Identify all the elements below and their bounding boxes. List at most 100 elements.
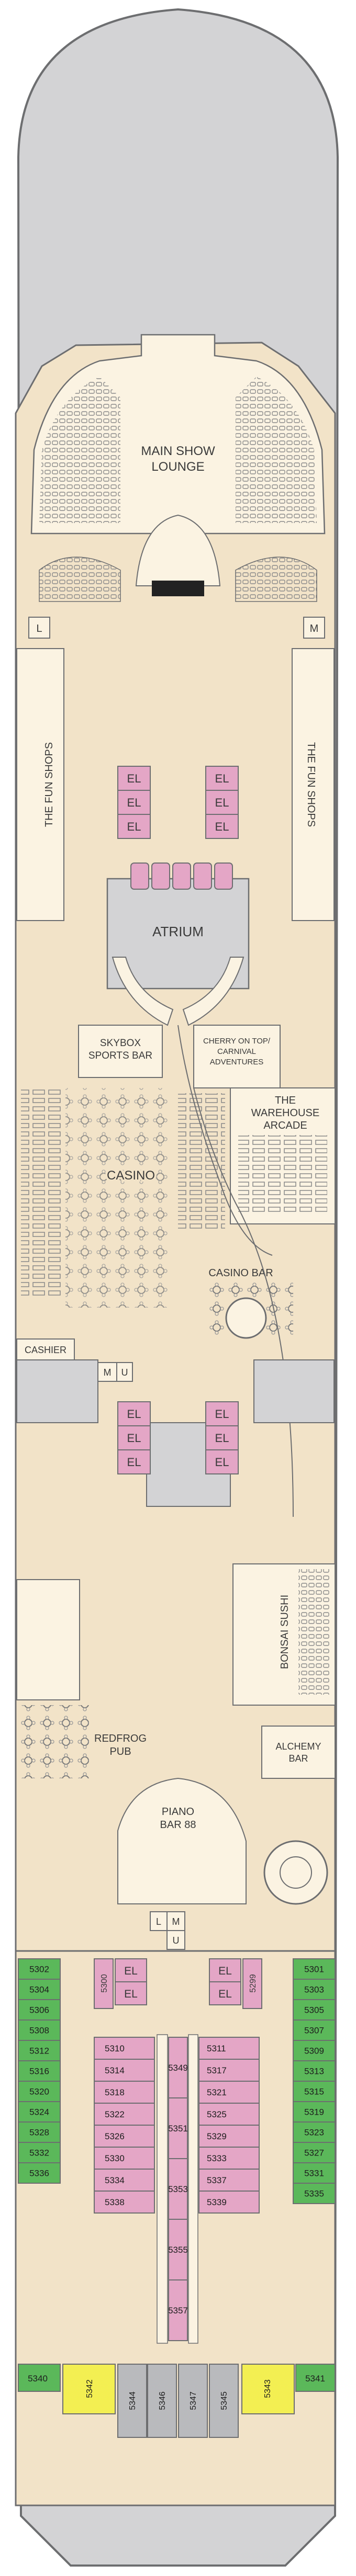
cabin-5309[interactable] [293, 2040, 336, 2061]
cabin-label-5334: 5334 [105, 2175, 125, 2185]
cabin-label-5305: 5305 [304, 2005, 324, 2015]
cabin-5357[interactable] [168, 2279, 188, 2341]
cabin-5346-label: 5346 [158, 2391, 167, 2410]
cabin-5311[interactable] [198, 2037, 260, 2060]
restroom-m-mid-label: M [104, 1367, 112, 1378]
cabin-5332[interactable] [18, 2142, 61, 2163]
cabin-5322[interactable] [94, 2103, 155, 2126]
cabin-5318[interactable] [94, 2081, 155, 2104]
cabin-5325[interactable] [198, 2103, 260, 2126]
promenade-walkway [177, 1025, 273, 1256]
cabin-label-5335: 5335 [304, 2189, 324, 2199]
cabin-label-5306: 5306 [29, 2005, 49, 2015]
svg-text:EL: EL [127, 772, 141, 785]
cabin-5330[interactable] [94, 2147, 155, 2170]
cherry-label-1: CHERRY ON TOP/ [203, 1037, 271, 1046]
main-show-lounge-label-2: LOUNGE [151, 460, 204, 474]
cabin-5327[interactable] [293, 2142, 336, 2163]
cabin-label-5330: 5330 [105, 2153, 125, 2163]
casino-label: CASINO [107, 1168, 155, 1183]
cabins-right-outer: 5301530353055307530953135315531953235327… [293, 1958, 336, 2204]
cabin-label-5302: 5302 [29, 1965, 49, 1974]
cabin-5345[interactable] [209, 2364, 239, 2438]
cabin-5342-label: 5342 [85, 2379, 94, 2398]
stage-balcony-right [235, 557, 317, 602]
cabin-5342[interactable] [62, 2364, 116, 2414]
cabin-5320[interactable] [18, 2081, 61, 2102]
piano-bar-label-2: BAR 88 [160, 1819, 196, 1831]
redfrog-label-1: REDFROG [94, 1733, 147, 1744]
svg-text:EL: EL [215, 772, 229, 785]
cabin-5302[interactable] [18, 1958, 61, 1980]
cabin-5347[interactable] [178, 2364, 208, 2438]
cabin-5339[interactable] [198, 2191, 260, 2214]
casino-machines-left [21, 1088, 63, 1297]
cabin-label-5315: 5315 [304, 2087, 324, 2097]
svg-text:EL: EL [127, 820, 141, 833]
svg-text:EL: EL [215, 1432, 229, 1445]
cabin-5336[interactable] [18, 2162, 61, 2184]
cabin-5335[interactable] [293, 2183, 336, 2204]
cabin-5343[interactable] [241, 2364, 295, 2414]
piano-bar-label-1: PIANO [162, 1806, 194, 1818]
cherry-label-2: CARNIVAL [217, 1047, 256, 1056]
cabin-5300-label: 5300 [100, 1974, 109, 1993]
cabin-label-5314: 5314 [105, 2066, 125, 2075]
cabin-label-5301: 5301 [304, 1965, 324, 1974]
cabin-5349[interactable] [168, 2037, 188, 2098]
cabin-5316[interactable] [18, 2060, 61, 2082]
cabin-5355[interactable] [168, 2219, 188, 2280]
cabin-label-5325: 5325 [207, 2109, 227, 2119]
cabin-5303[interactable] [293, 1979, 336, 2000]
alchemy-label-1: ALCHEMY [275, 1741, 321, 1752]
cabin-5344-label: 5344 [128, 2391, 137, 2410]
cabin-5319[interactable] [293, 2101, 336, 2123]
fun-shops-right-label: THE FUN SHOPS [305, 742, 317, 827]
cabin-5329[interactable] [198, 2125, 260, 2148]
cabin-5324[interactable] [18, 2101, 61, 2123]
cabin-5338[interactable] [94, 2191, 155, 2214]
cabin-5321[interactable] [198, 2081, 260, 2104]
elevator-bank-aft-right: EL EL [209, 1958, 241, 2005]
cabin-label-5322: 5322 [105, 2109, 125, 2119]
cabin-5344[interactable] [117, 2364, 147, 2438]
cabin-5312[interactable] [18, 2040, 61, 2061]
svg-text:EL: EL [127, 796, 141, 809]
cabin-5317[interactable] [198, 2059, 260, 2082]
redfrog-label-2: PUB [109, 1746, 131, 1757]
cabin-5326[interactable] [94, 2125, 155, 2148]
cabin-5346[interactable] [147, 2364, 177, 2438]
restroom-l-top-label: L [36, 623, 42, 634]
cabin-5353[interactable] [168, 2158, 188, 2220]
center-corridor [157, 2034, 168, 2344]
cabin-5328[interactable] [18, 2121, 61, 2143]
atrium-stairs-left [112, 957, 174, 1026]
piano-bar-area [117, 1777, 247, 1904]
cabin-5307[interactable] [293, 2019, 336, 2041]
cabin-5315[interactable] [293, 2081, 336, 2102]
cherry-on-top-area [193, 1025, 281, 1088]
cabin-5301[interactable] [293, 1958, 336, 1980]
cabin-5314[interactable] [94, 2059, 155, 2082]
casino-bar-label: CASINO BAR [208, 1267, 273, 1279]
cabin-5308[interactable] [18, 2019, 61, 2041]
cabin-5351[interactable] [168, 2097, 188, 2159]
cabin-5337[interactable] [198, 2169, 260, 2192]
cabin-5341[interactable] [295, 2364, 336, 2392]
cabin-label-5310: 5310 [105, 2044, 125, 2053]
restroom-u-mid-label: U [121, 1367, 128, 1378]
cabin-5300[interactable] [94, 1958, 114, 2009]
cabin-5299[interactable] [242, 1958, 262, 2009]
cabin-5343-label: 5343 [263, 2379, 272, 2398]
warehouse-label-2: WAREHOUSE [251, 1107, 319, 1119]
restroom-l-aft [150, 1911, 168, 1931]
cabin-5323[interactable] [293, 2121, 336, 2143]
atrium-elevators [130, 863, 233, 890]
atrium-stairs-right [182, 957, 244, 1026]
cabin-5340[interactable] [18, 2364, 61, 2392]
cabin-label-5313: 5313 [304, 2067, 324, 2076]
cabin-label-5349: 5349 [168, 2063, 188, 2073]
cabin-5341-label: 5341 [305, 2374, 325, 2384]
service-block-left [16, 1359, 98, 1423]
